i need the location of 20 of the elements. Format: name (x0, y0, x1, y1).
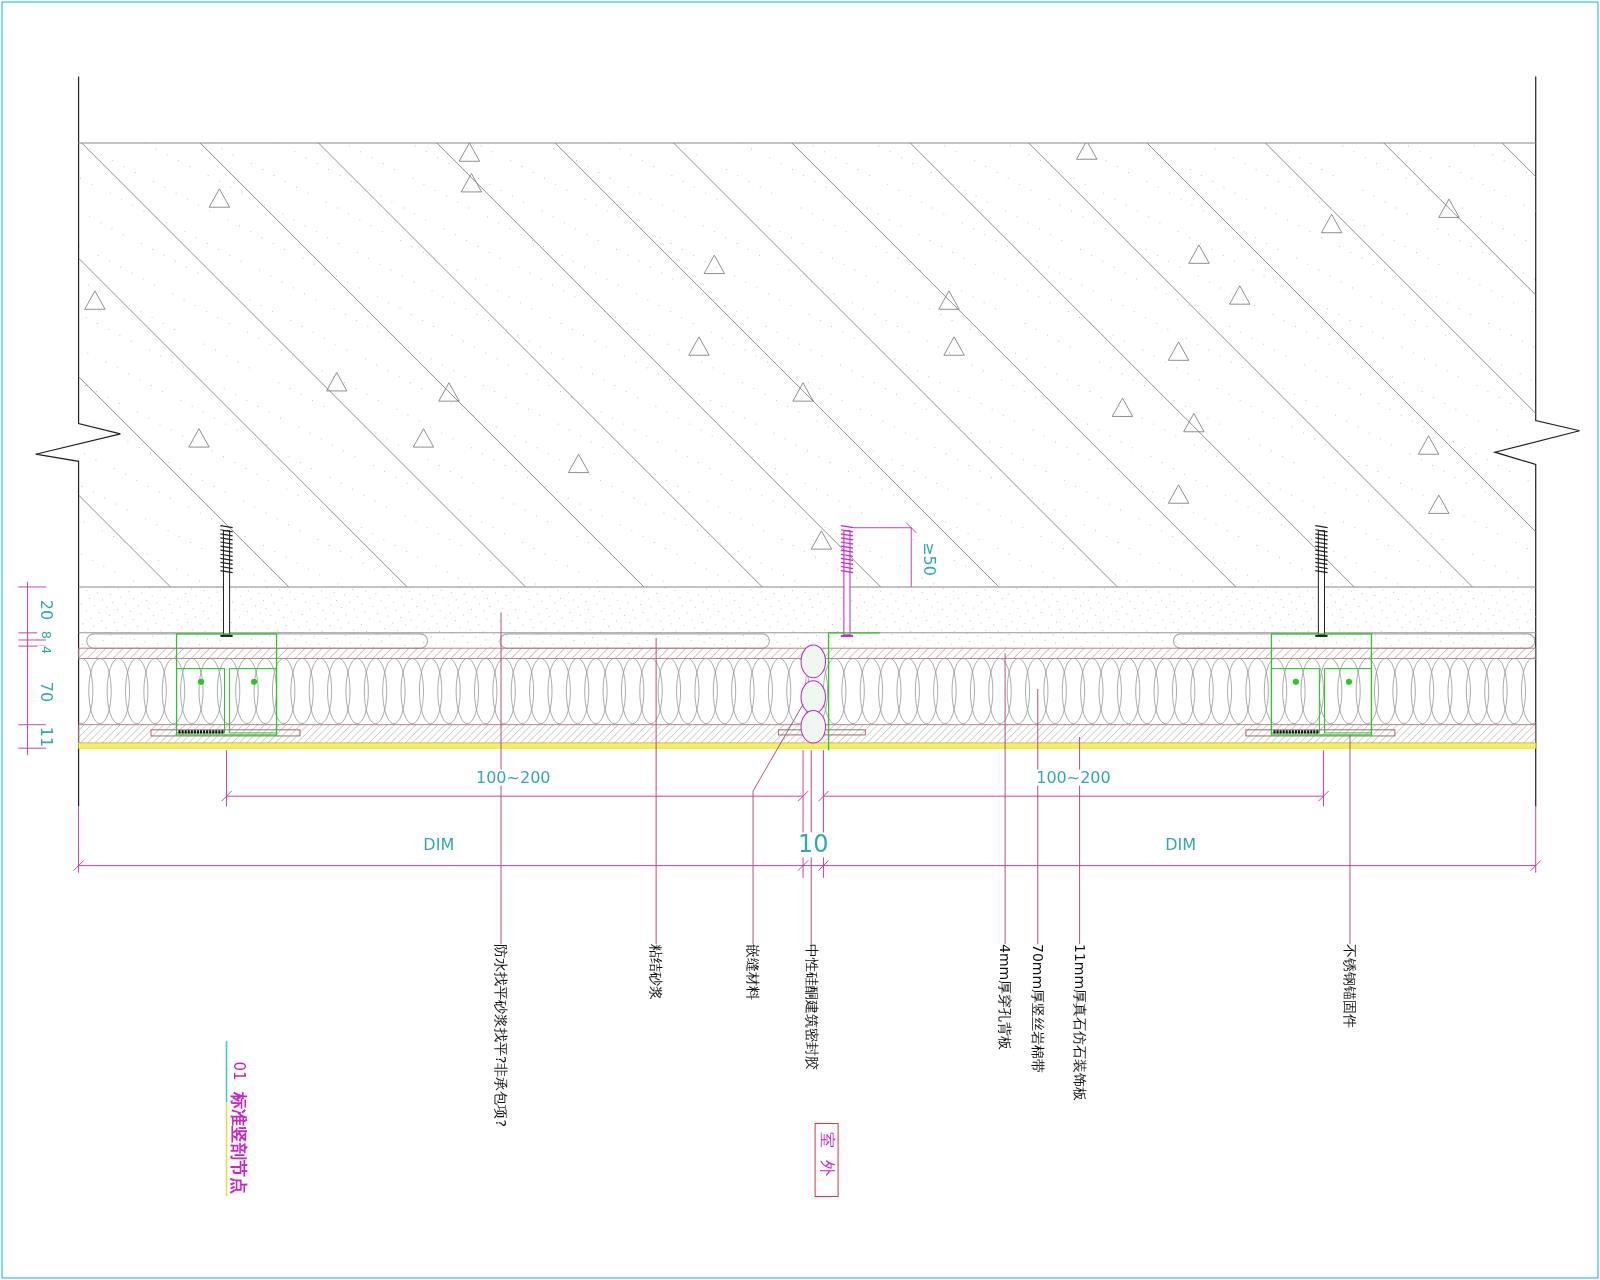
leader-line (1004, 652, 1006, 945)
drawing-title: 01 (229, 1061, 246, 1081)
leader-line (752, 703, 804, 945)
callout-text: 11mm厚真石仿石装饰板 (1072, 943, 1087, 1101)
callout-text: 防水找平砂浆找平?非承包项? (493, 943, 509, 1127)
callout-text: 粘结砂浆 (648, 943, 664, 1000)
callout-text: 4mm厚穿孔背板 (997, 943, 1013, 1051)
dimension-text: 100~200 (474, 769, 553, 786)
leader-line (1079, 736, 1081, 945)
callout-text: 70mm厚竖丝岩棉带 (1030, 943, 1046, 1073)
drawing-title: 标准竖剖节点 (228, 1091, 247, 1194)
leader-line (1349, 734, 1351, 945)
callout-text: 中性硅酮建筑密封胶 (803, 943, 819, 1070)
dimension-text: 100~200 (1034, 769, 1113, 786)
callout-text: 不锈钢锚固件 (1342, 943, 1358, 1028)
tag-box: 室外 (814, 1123, 839, 1198)
leader-line (1037, 688, 1039, 945)
leader-line (500, 612, 502, 945)
callout-text: 嵌缝材料 (745, 943, 761, 1000)
leader-line (655, 637, 657, 945)
